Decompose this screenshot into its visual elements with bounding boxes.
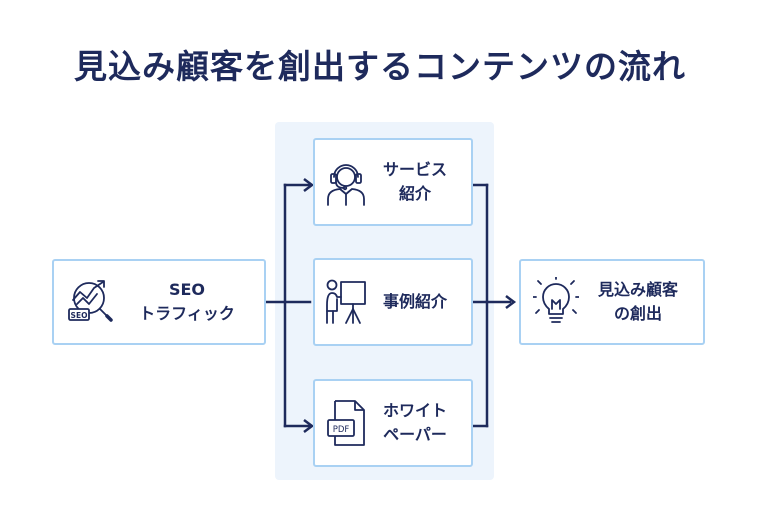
node-seo-label: SEO トラフィック bbox=[139, 280, 235, 323]
diagram-title: 見込み顧客を創出するコンテンツの流れ bbox=[74, 47, 686, 86]
support-headset-icon bbox=[315, 157, 377, 207]
node-whitepaper-label: ホワイト ペーパー bbox=[382, 401, 447, 444]
arrowhead-lead bbox=[505, 295, 517, 309]
svg-text:PDF: PDF bbox=[333, 425, 350, 435]
node-service-label: サービス 紹介 bbox=[382, 160, 447, 203]
node-case-label: 事例紹介 bbox=[382, 292, 447, 311]
presentation-icon bbox=[315, 277, 377, 327]
pdf-document-icon: PDF bbox=[315, 398, 377, 448]
seo-growth-icon: SEO bbox=[54, 278, 132, 326]
svg-text:SEO: SEO bbox=[71, 311, 88, 320]
arrowhead-whitepaper bbox=[303, 419, 315, 433]
arrowhead-service bbox=[303, 178, 315, 192]
node-lead-generation: 見込み顧客 の創出 bbox=[519, 259, 705, 345]
node-case-study: 事例紹介 bbox=[313, 258, 473, 346]
node-service-intro: サービス 紹介 bbox=[313, 138, 473, 226]
node-lead-label: 見込み顧客 の創出 bbox=[597, 280, 678, 323]
node-whitepaper: PDF ホワイト ペーパー bbox=[313, 379, 473, 467]
node-seo-traffic: SEO SEO トラフィック bbox=[52, 259, 266, 345]
lightbulb-icon bbox=[521, 277, 591, 327]
